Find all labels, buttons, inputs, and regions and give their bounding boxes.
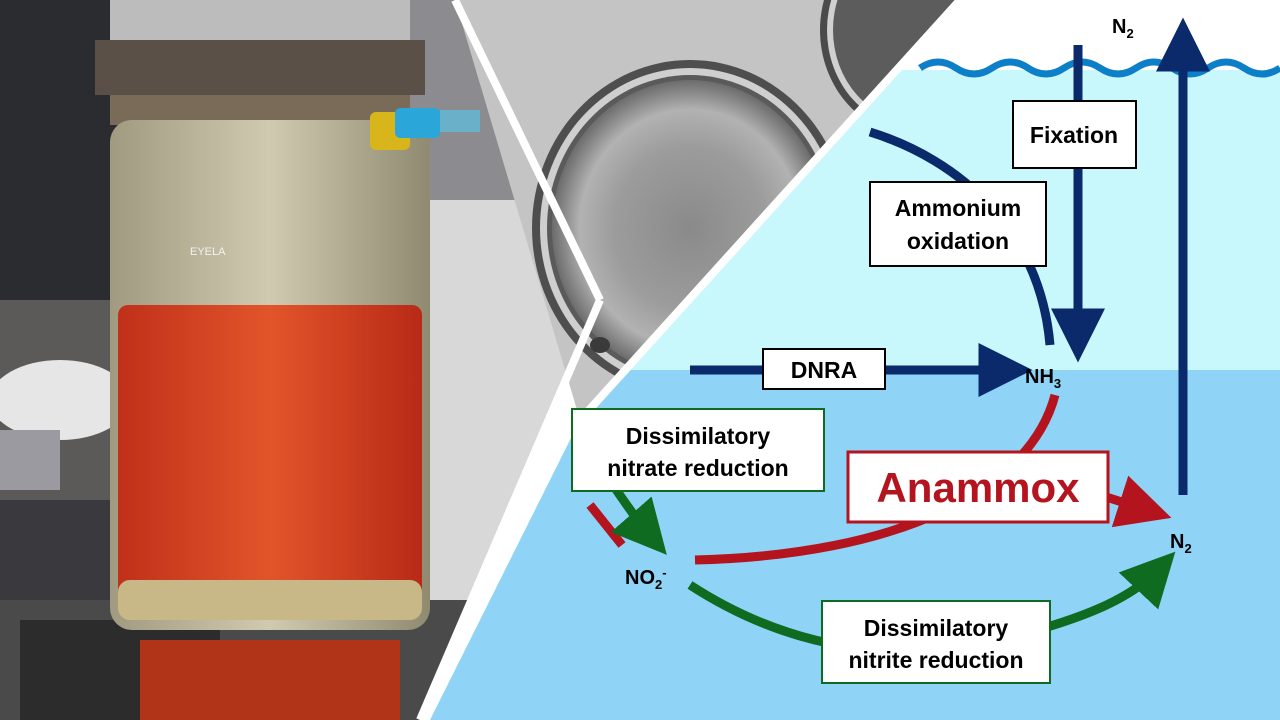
- vessel-brand-text: EYELA: [190, 246, 226, 258]
- dnra-box: DNRA: [762, 348, 886, 390]
- fixation-box: Fixation: [1012, 100, 1137, 169]
- separator-left: [451, 0, 604, 302]
- ammonium-oxidation-box: Ammonium oxidation: [869, 181, 1047, 267]
- dissimilatory-nitrite-reduction-box: Dissimilatory nitrite reduction: [821, 600, 1051, 684]
- water-surface-wave: [918, 58, 1280, 78]
- dissim-nitrate-label-2: nitrate reduction: [607, 455, 788, 481]
- dissim-nitrate-label-1: Dissimilatory: [626, 423, 771, 449]
- separator-bottom: [416, 298, 604, 720]
- dnra-label: DNRA: [791, 357, 857, 383]
- n2-right-label: N2: [1170, 531, 1192, 556]
- dissim-nitrite-label-1: Dissimilatory: [864, 615, 1009, 641]
- ammonium-oxidation-label-2: oxidation: [907, 228, 1009, 254]
- separator-micro: [577, 0, 963, 423]
- anammox-label: Anammox: [876, 464, 1080, 511]
- fixation-label: Fixation: [1030, 122, 1118, 148]
- anammox-box: Anammox: [846, 450, 1110, 524]
- nh3-label: NH3: [1025, 366, 1061, 391]
- nitrate-reduction-arrow: [610, 485, 667, 555]
- dissimilatory-nitrate-reduction-box: Dissimilatory nitrate reduction: [571, 408, 825, 492]
- n2-top-label: N2: [1112, 16, 1134, 41]
- ammonium-oxidation-label-1: Ammonium: [895, 195, 1022, 221]
- no2-label: NO2-: [625, 565, 667, 592]
- dissim-nitrite-label-2: nitrite reduction: [848, 647, 1023, 673]
